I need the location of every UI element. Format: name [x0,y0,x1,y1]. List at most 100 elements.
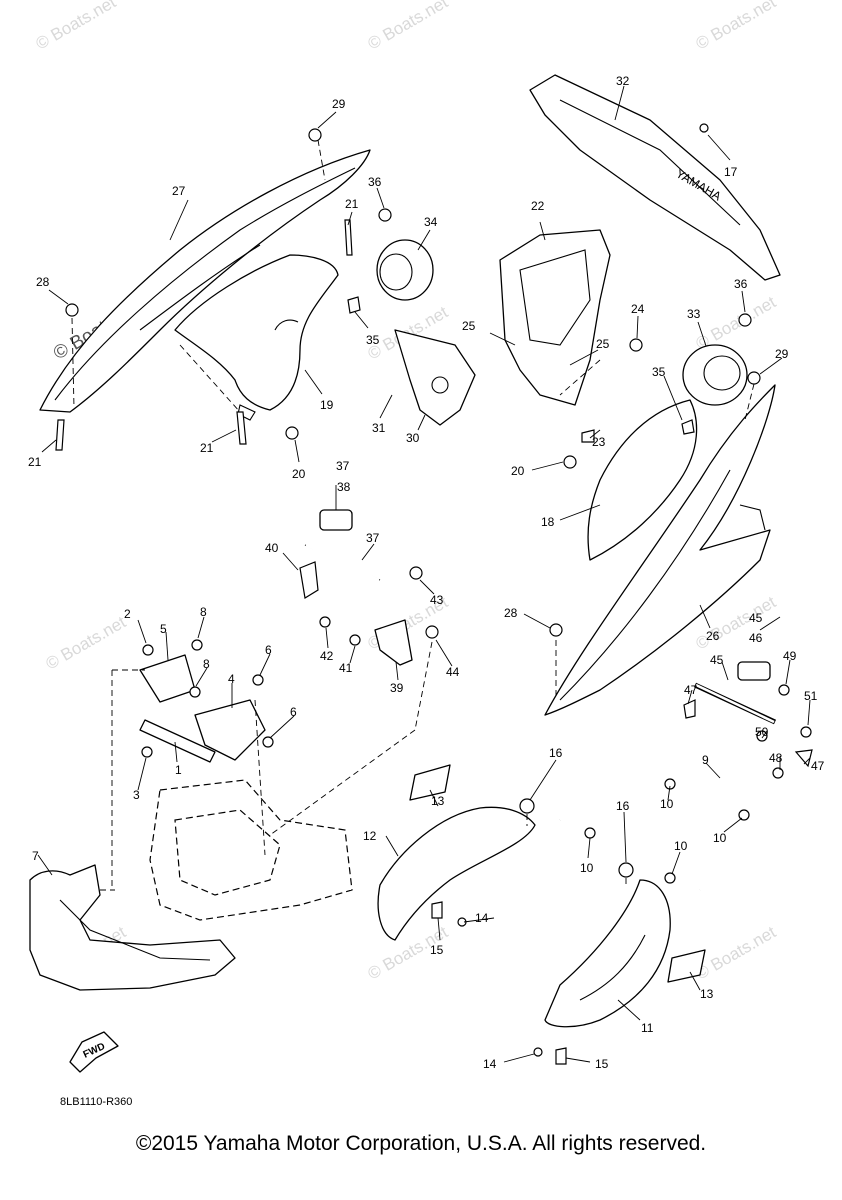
callout: 30 [406,431,420,445]
callout: 13 [700,987,714,1001]
callout: 31 [372,421,386,435]
part-37-rod [304,509,381,582]
callout: 10 [674,839,688,853]
callout: 24 [631,302,645,316]
frame-outline [149,779,353,921]
callout: 15 [595,1057,609,1071]
part-27-side-cover [39,149,371,413]
callout: 21 [200,441,214,455]
bolt [308,128,322,142]
bolt [285,426,299,440]
nut [756,730,768,742]
clip [683,699,696,719]
callout: 45 [749,611,763,625]
callout: 10 [580,861,594,875]
part-26-side-cover [544,384,776,716]
callout: 28 [504,606,518,620]
callout: 35 [366,333,380,347]
watermark: © Boats.net [693,0,780,53]
callout: 10 [660,797,674,811]
callout: 20 [511,464,525,478]
callout: 20 [292,467,306,481]
callout: 32 [616,74,630,88]
callout: 21 [345,197,359,211]
clip [681,419,695,435]
callout: 39 [390,681,404,695]
callout: 5 [160,622,167,636]
callout: 27 [172,184,186,198]
part-33-bezel [682,344,748,406]
bolt [319,616,331,628]
callout: 38 [337,480,351,494]
bolt [65,303,79,317]
callout: 16 [616,799,630,813]
callout: 40 [265,541,279,555]
nut [425,625,439,639]
bolt [262,736,274,748]
callout: 1 [175,763,182,777]
callout: 11 [641,1021,654,1035]
callout: 23 [592,435,606,449]
diagram-code: 8LB1110-R360 [60,1096,132,1108]
bolt [738,313,752,327]
callout: 3 [133,788,140,802]
washer [772,767,784,779]
callout: 18 [541,515,555,529]
callout: 37 [336,459,350,473]
callout: 48 [769,751,783,765]
callout: 19 [320,398,334,412]
callout: 7 [32,849,39,863]
bolt [563,455,577,469]
callout: 36 [734,277,748,291]
callout: 46 [749,631,763,645]
screw [344,219,353,256]
bolt [699,123,709,133]
fastener-layer [55,123,813,1065]
callout: 6 [290,705,297,719]
watermark: © Boats.net [365,0,452,53]
callout: 13 [431,794,445,808]
callout: 34 [424,215,438,229]
copyright-notice: ©2015 Yamaha Motor Corporation, U.S.A. A… [135,1132,707,1155]
bolt [778,684,790,696]
bolt [800,726,812,738]
callout: 15 [430,943,444,957]
callout: 16 [549,746,563,760]
callout: 6 [265,643,272,657]
leader-lines [37,85,811,1063]
nut [409,566,423,580]
part-4-bracket [194,699,266,761]
callout: 33 [687,307,701,321]
bolt [618,862,634,878]
fwd-arrow: FWD [69,1031,119,1073]
callout: 14 [483,1057,497,1071]
callout-layer: 1 2 3 4 5 6 6 7 8 8 9 10 10 10 10 11 12 … [28,74,825,1071]
callout: 22 [531,199,545,213]
part-7-front-cowl [29,864,236,991]
parts-diagram: © Boats.net © Boats.net © Boats.net © Bo… [28,0,825,1108]
clip [555,1047,567,1065]
callout: 12 [363,829,377,843]
watermark: © Boats.net [33,0,120,53]
watermark: © Boats.net [693,922,780,983]
callout: 8 [200,605,207,619]
part-30-bracket [394,329,476,426]
callout: 29 [332,97,346,111]
callout: 25 [596,337,610,351]
part-9-tube [559,745,784,892]
watermark: © Boats.net [43,612,130,673]
bolt [252,674,264,686]
callout: 17 [724,165,738,179]
part-5-bracket [139,654,196,703]
callout: 14 [475,911,489,925]
bolt [519,798,535,814]
bolt [584,827,596,839]
bolt [189,686,201,698]
part-45-rod [693,661,777,725]
bolt [738,809,750,821]
part-34-bezel [376,239,434,301]
callout: 41 [339,661,353,675]
part-19-inner-cover [174,254,339,421]
callout: 42 [320,649,334,663]
callout: 35 [652,365,666,379]
